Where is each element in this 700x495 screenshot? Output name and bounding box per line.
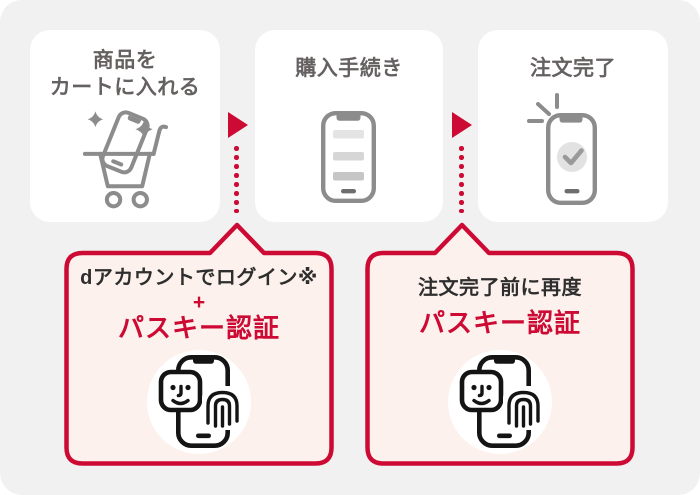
- cart-handle: [151, 124, 169, 156]
- cart-wheel: [131, 190, 149, 209]
- face-id-icon: [158, 369, 203, 413]
- step-title-line: カートに入れる: [49, 76, 201, 99]
- step-card-order-complete: 注文完了: [478, 30, 668, 222]
- callout-bubble: [64, 222, 334, 466]
- callout-bubble: [365, 222, 635, 466]
- step-title-line: 商品を: [92, 49, 158, 72]
- form-row: [333, 130, 364, 139]
- phone-in-cart: [100, 110, 150, 175]
- shine-lines-icon: [527, 93, 559, 123]
- fingerprint-icon: [503, 386, 543, 430]
- sparkle-icon: [135, 120, 153, 138]
- cart-basket: [98, 151, 152, 189]
- sparkle-icon: [87, 111, 104, 128]
- callout-reauth-passkey: 注文完了前に再度 パスキー認証: [365, 221, 635, 466]
- check-circle: [557, 142, 587, 172]
- step-card-checkout: 購入手続き: [255, 30, 443, 222]
- passkey-label: パスキー認証: [418, 308, 581, 338]
- home-indicator: [196, 433, 211, 439]
- plus-sign: +: [192, 291, 206, 314]
- form-row: [333, 172, 364, 181]
- step-title: 購入手続き: [255, 55, 443, 82]
- home-indicator: [341, 189, 356, 194]
- dotted-connector: [234, 146, 239, 214]
- phone-notch: [336, 114, 361, 121]
- passkey-label: パスキー認証: [117, 313, 280, 343]
- order-complete-phone-icon: [527, 93, 597, 205]
- step-title: 注文完了: [478, 55, 668, 82]
- cart-wheel: [104, 190, 123, 209]
- phone-notch: [193, 358, 214, 364]
- cart-with-phone-icon: [82, 110, 169, 209]
- dotted-connector: [459, 146, 464, 214]
- checkout-phone-icon: [321, 111, 376, 203]
- biometric-auth-icon: [147, 350, 251, 454]
- face-id-icon: [459, 369, 504, 413]
- phone-notch: [494, 358, 515, 364]
- checkmark-icon: [562, 148, 584, 166]
- phone-notch: [559, 116, 583, 123]
- step-card-add-to-cart: 商品を カートに入れる: [30, 30, 220, 222]
- arrow-right-icon: [452, 112, 472, 138]
- step-title: 商品を カートに入れる: [30, 47, 220, 101]
- callout-text: dアカウントでログイン※: [80, 267, 318, 289]
- step-title-line: 注文完了: [530, 57, 616, 80]
- arrow-right-icon: [228, 112, 248, 138]
- home-indicator: [564, 189, 580, 194]
- fingerprint-icon: [202, 386, 242, 430]
- form-row: [333, 152, 364, 161]
- callout-text: 注文完了前に再度: [418, 277, 582, 299]
- biometric-auth-icon: [448, 350, 552, 454]
- home-indicator: [497, 433, 512, 439]
- callout-login-passkey: dアカウントでログイン※ + パスキー認証: [64, 221, 334, 466]
- phone-notch: [127, 115, 142, 124]
- step-title-line: 購入手続き: [295, 57, 403, 80]
